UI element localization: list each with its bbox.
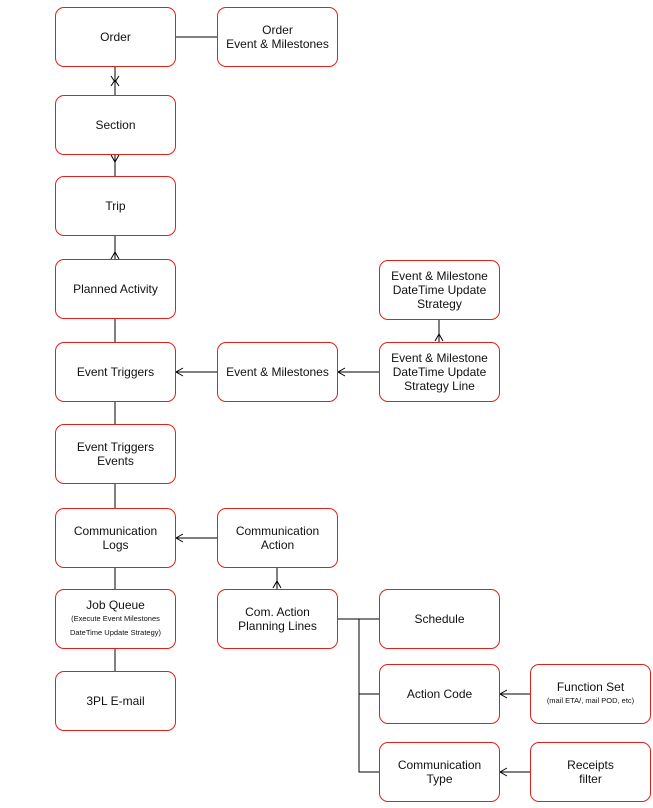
crowfoot-event-triggers [174, 367, 184, 377]
node-trip[interactable]: Trip [55, 176, 176, 236]
node-communication-type-label: Communication Type [397, 758, 482, 786]
node-event-triggers-events-label: Event Triggers Events [76, 440, 155, 468]
node-em-datetime-update-strategy[interactable]: Event & Milestone DateTime Update Strate… [379, 260, 500, 320]
node-section-label: Section [95, 118, 136, 132]
node-3pl-email[interactable]: 3PL E-mail [55, 671, 176, 731]
node-em-datetime-update-strategy-label: Event & Milestone DateTime Update Strate… [391, 269, 488, 311]
connector-lines [110, 36, 530, 777]
node-schedule[interactable]: Schedule [379, 589, 500, 649]
node-communication-logs-label: Communication Logs [73, 524, 158, 552]
node-receipts-filter[interactable]: Receipts filter [530, 742, 651, 802]
node-order-event-milestones-label: Order Event & Milestones [226, 23, 329, 51]
crowfoot-action-code [498, 689, 508, 699]
node-schedule-label: Schedule [414, 612, 465, 626]
node-event-milestones[interactable]: Event & Milestones [217, 342, 338, 402]
node-job-queue-label: Job Queue [86, 598, 145, 612]
node-communication-logs[interactable]: Communication Logs [55, 508, 176, 568]
node-trip-label: Trip [105, 199, 126, 213]
crowfoot-order-end [110, 79, 120, 87]
node-job-queue-sublabel: (Execute Event Milestones DateTime Updat… [69, 614, 161, 637]
crowfoot-communication-logs [174, 533, 184, 543]
node-action-code-label: Action Code [406, 687, 473, 701]
node-communication-action-label: Communication Action [235, 524, 320, 552]
node-planned-activity-label: Planned Activity [73, 282, 158, 296]
node-em-datetime-update-strategy-line-label: Event & Milestone DateTime Update Strate… [391, 351, 488, 393]
node-order[interactable]: Order [55, 7, 176, 67]
node-order-event-milestones[interactable]: Order Event & Milestones [217, 7, 338, 67]
node-order-label: Order [100, 30, 131, 44]
node-com-action-planning-lines-label: Com. Action Planning Lines [238, 605, 317, 633]
crowfoot-section-end [110, 75, 120, 83]
crowfoot-communication-type [498, 767, 508, 777]
node-event-triggers[interactable]: Event Triggers [55, 342, 176, 402]
node-communication-action[interactable]: Communication Action [217, 508, 338, 568]
connector-planning-lines-communication-type [338, 618, 379, 773]
node-3pl-email-label: 3PL E-mail [86, 694, 145, 708]
crowfoot-event-milestones [336, 367, 346, 377]
node-com-action-planning-lines[interactable]: Com. Action Planning Lines [217, 589, 338, 649]
node-em-datetime-update-strategy-line[interactable]: Event & Milestone DateTime Update Strate… [379, 342, 500, 402]
node-event-milestones-label: Event & Milestones [226, 365, 329, 379]
node-action-code[interactable]: Action Code [379, 664, 500, 724]
node-section[interactable]: Section [55, 95, 176, 155]
crowfoot-communication-action [272, 579, 282, 589]
node-communication-type[interactable]: Communication Type [379, 742, 500, 802]
node-function-set-label: Function Set [556, 680, 625, 694]
node-event-triggers-events[interactable]: Event Triggers Events [55, 424, 176, 484]
crowfoot-trip-planned [110, 250, 120, 260]
node-function-set-sublabel: (mail ETA/, mail POD, etc) [546, 696, 635, 705]
node-planned-activity[interactable]: Planned Activity [55, 259, 176, 319]
node-event-triggers-label: Event Triggers [76, 365, 155, 379]
node-function-set[interactable]: Function Set (mail ETA/, mail POD, etc) [530, 664, 651, 724]
node-receipts-filter-label: Receipts filter [567, 758, 614, 786]
node-job-queue[interactable]: Job Queue (Execute Event Milestones Date… [55, 589, 176, 649]
crowfoot-strategy [434, 332, 444, 342]
crowfoot-section-trip [110, 154, 120, 164]
